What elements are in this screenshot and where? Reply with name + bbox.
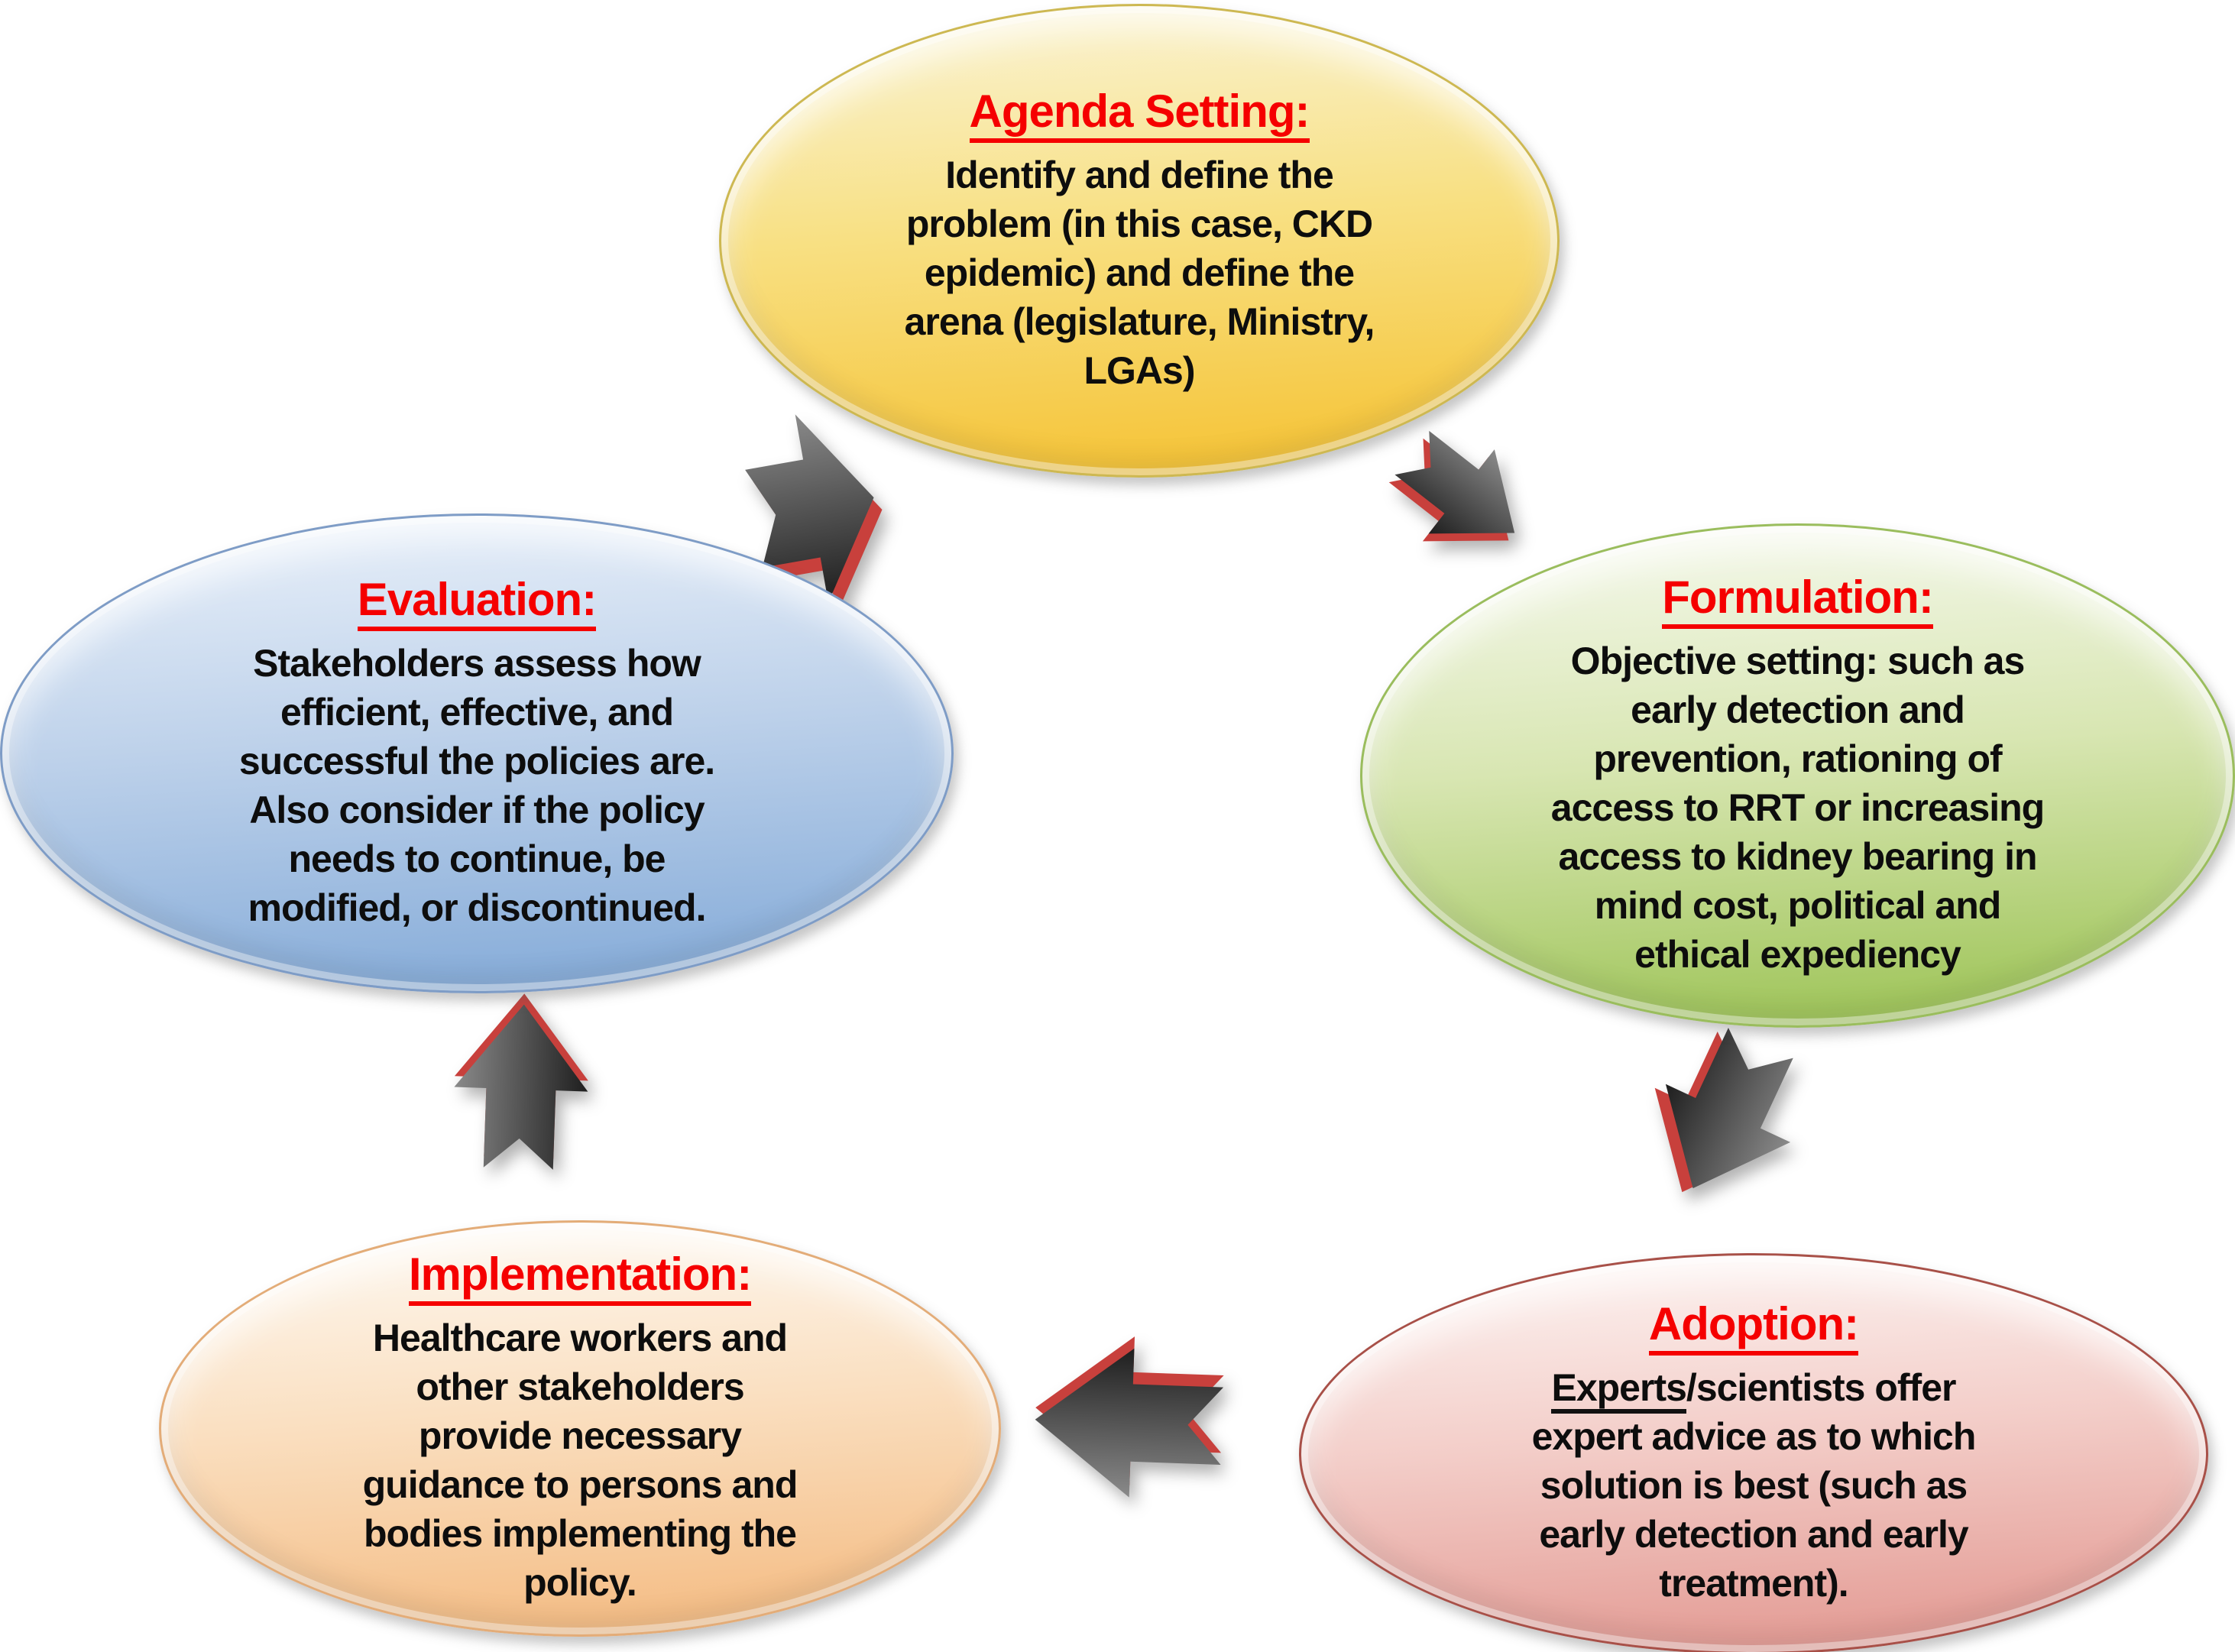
stage-agenda-setting-body: Identify and define the problem (in this…	[904, 153, 1375, 392]
stage-evaluation: Evaluation: Stakeholders assess how effi…	[0, 513, 954, 993]
stage-evaluation-title: Evaluation:	[357, 575, 597, 631]
stage-implementation: Implementation: Healthcare workers and o…	[159, 1220, 1001, 1637]
stage-formulation: Formulation: Objective setting: such as …	[1360, 523, 2235, 1028]
stage-adoption-body: Experts/scientists offer expert advice a…	[1532, 1363, 1976, 1608]
stage-implementation-title: Implementation:	[408, 1250, 752, 1306]
stage-agenda-setting-title: Agenda Setting:	[969, 87, 1310, 143]
arrow-formulation-to-adoption	[1654, 1028, 1793, 1193]
experts-underlined-word: Experts	[1551, 1366, 1687, 1414]
stage-evaluation-body: Stakeholders assess how efficient, effec…	[238, 641, 715, 929]
arrow-implementation-to-evaluation	[454, 993, 588, 1170]
arrow-agenda-setting-to-formulation	[1388, 430, 1515, 542]
arrow-adoption-to-implementation	[1035, 1336, 1224, 1498]
stage-agenda-setting: Agenda Setting: Identify and define the …	[719, 4, 1560, 478]
stage-adoption-body-rest: /scientists offer expert advice as to wh…	[1531, 1366, 1977, 1605]
stage-implementation-body: Healthcare workers and other stakeholder…	[362, 1317, 798, 1604]
stage-adoption-title: Adoption:	[1648, 1300, 1859, 1356]
stage-formulation-body: Objective setting: such as early detecti…	[1550, 639, 2045, 976]
stage-adoption: Adoption: Experts/scientists offer exper…	[1299, 1253, 2208, 1652]
stage-formulation-title: Formulation:	[1662, 573, 1934, 629]
